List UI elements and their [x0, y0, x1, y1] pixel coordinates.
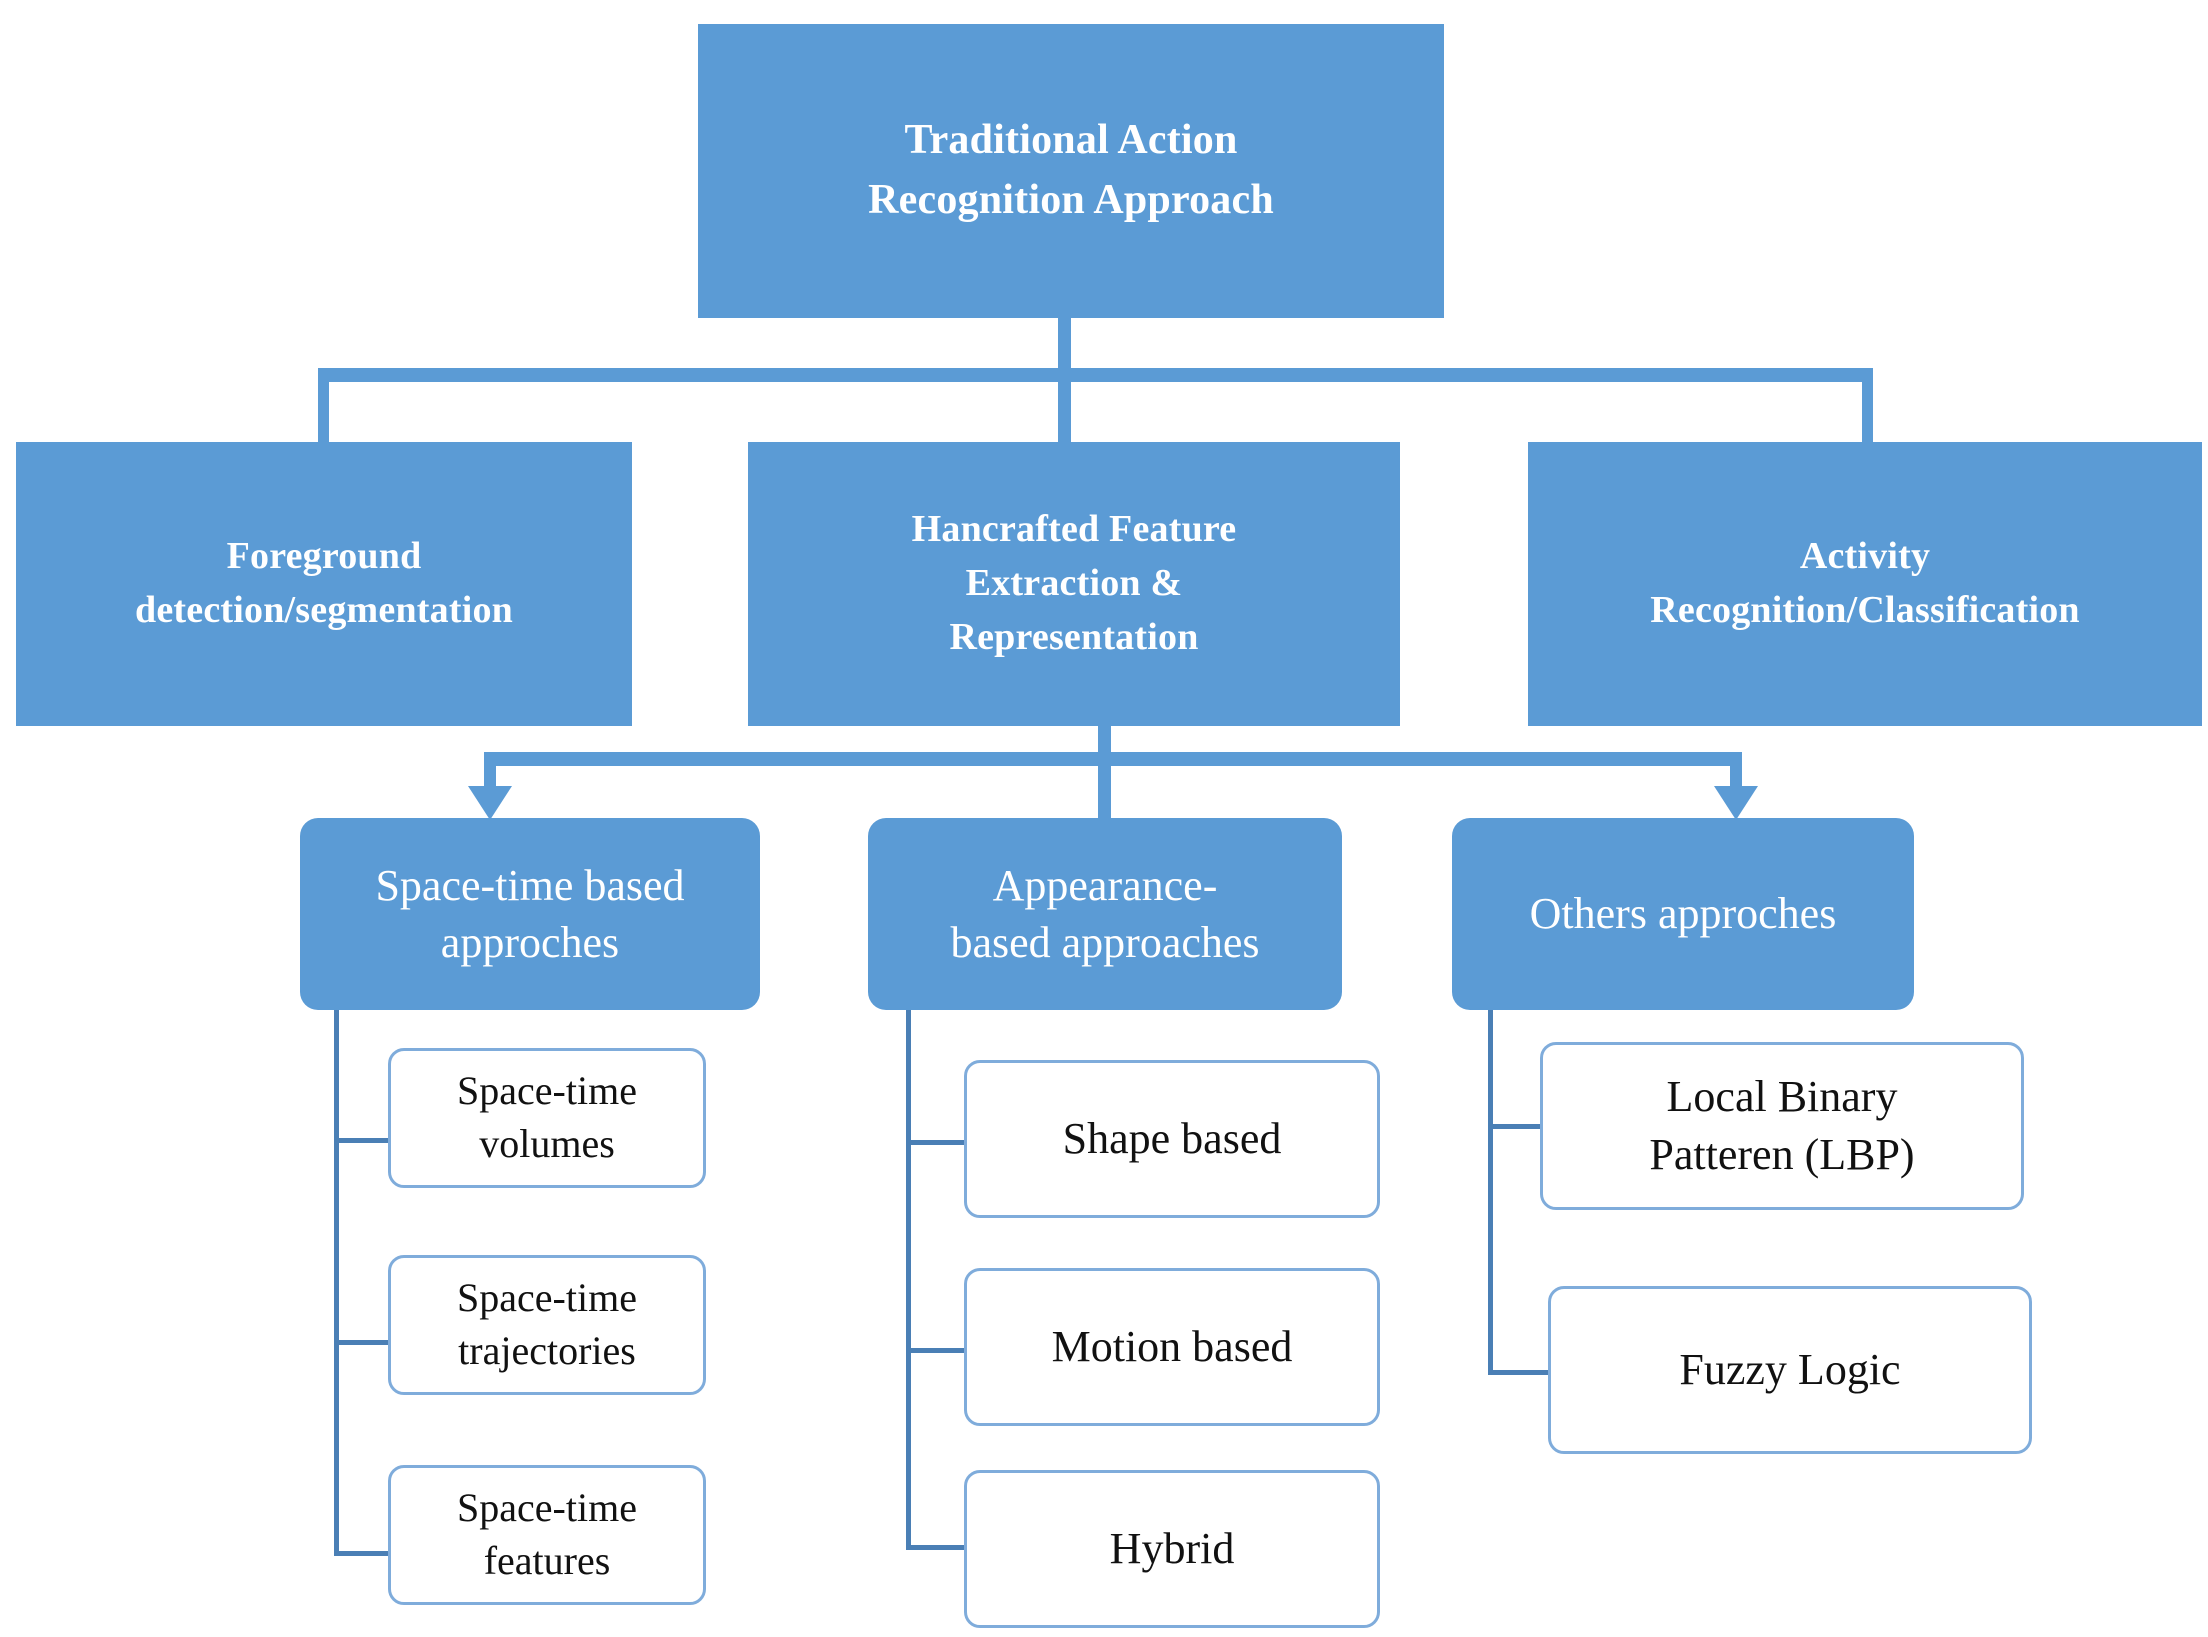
leaf-label: Local Binary Patteren (LBP): [1649, 1071, 1915, 1179]
connector-col3-stub-2: [1488, 1370, 1548, 1375]
leaf-local-binary-pattern: Local Binary Patteren (LBP): [1540, 1042, 2024, 1210]
leaf-hybrid: Hybrid: [964, 1470, 1380, 1628]
node-label: Others approches: [1529, 889, 1837, 939]
connector-col3-stub-1: [1488, 1124, 1548, 1129]
connector-col1-stub-1: [334, 1138, 390, 1143]
node-activity-recognition-classification: Activity Recognition/Classification: [1528, 442, 2202, 726]
connector-l2-bar: [490, 752, 1736, 766]
connector-l2-drop-left: [484, 752, 496, 790]
leaf-label: Space-time volumes: [457, 1068, 637, 1166]
connector-root-drop-left: [318, 368, 329, 444]
node-label: Hancrafted Feature Extraction & Represen…: [911, 508, 1237, 658]
node-foreground-detection-segmentation: Foreground detection/segmentation: [16, 442, 632, 726]
connector-col2-stub-3: [906, 1545, 966, 1550]
node-label: Foreground detection/segmentation: [135, 535, 513, 631]
connector-col1-stub-2: [334, 1340, 390, 1345]
leaf-space-time-volumes: Space-time volumes: [388, 1048, 706, 1188]
connector-root-bar: [318, 368, 1872, 382]
node-label: Activity Recognition/Classification: [1650, 535, 2080, 631]
arrowhead-right-icon: [1714, 786, 1758, 820]
connector-root-stem: [1058, 318, 1071, 380]
node-label: Appearance- based approaches: [950, 860, 1260, 967]
connector-l2-stem: [1098, 726, 1111, 830]
leaf-fuzzy-logic: Fuzzy Logic: [1548, 1286, 2032, 1454]
leaf-space-time-trajectories: Space-time trajectories: [388, 1255, 706, 1395]
leaf-shape-based: Shape based: [964, 1060, 1380, 1218]
node-label: Traditional Action Recognition Approach: [868, 117, 1274, 223]
leaf-label: Hybrid: [1109, 1523, 1235, 1573]
node-traditional-action-recognition-approach: Traditional Action Recognition Approach: [698, 24, 1444, 318]
leaf-label: Fuzzy Logic: [1679, 1344, 1901, 1394]
connector-col3-spine: [1488, 1010, 1493, 1374]
connector-root-drop-center: [1058, 368, 1071, 444]
leaf-label: Space-time features: [457, 1485, 637, 1583]
node-appearance-based-approaches: Appearance- based approaches: [868, 818, 1342, 1010]
connector-col1-spine: [334, 1010, 339, 1556]
arrowhead-left-icon: [468, 786, 512, 820]
node-space-time-based-approaches: Space-time based approches: [300, 818, 760, 1010]
leaf-label: Shape based: [1062, 1113, 1282, 1163]
leaf-label: Motion based: [1051, 1321, 1293, 1371]
connector-col1-stub-3: [334, 1551, 390, 1556]
connector-col2-stub-2: [906, 1348, 966, 1353]
node-hancrafted-feature-extraction-representation: Hancrafted Feature Extraction & Represen…: [748, 442, 1400, 726]
connector-col2-spine: [906, 1010, 911, 1550]
leaf-label: Space-time trajectories: [457, 1275, 637, 1373]
node-label: Space-time based approches: [375, 860, 685, 967]
connector-l2-drop-right: [1730, 752, 1742, 790]
connector-root-drop-right: [1862, 368, 1873, 444]
leaf-space-time-features: Space-time features: [388, 1465, 706, 1605]
connector-col2-stub-1: [906, 1140, 966, 1145]
node-others-approaches: Others approches: [1452, 818, 1914, 1010]
leaf-motion-based: Motion based: [964, 1268, 1380, 1426]
